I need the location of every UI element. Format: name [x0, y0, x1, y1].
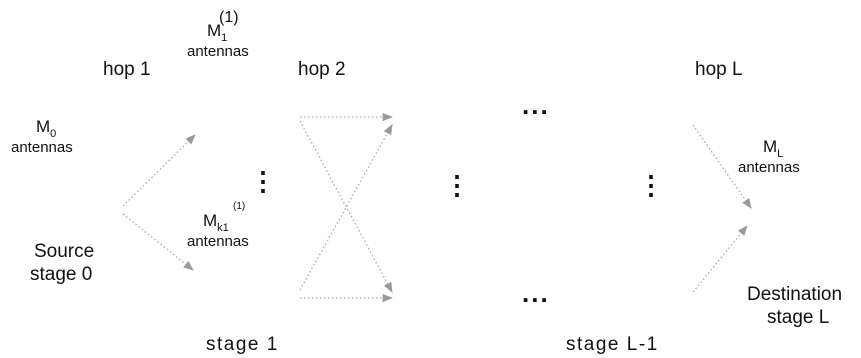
stage1-bottom-antenna-word: antennas: [187, 233, 249, 250]
relay-links: [122, 112, 752, 303]
source-label: Source: [34, 241, 95, 262]
stage1-top-antenna-superscript: (1): [219, 9, 239, 26]
destination-stage-label: stage L: [767, 307, 830, 328]
vertical-ellipsis-stage1: ⋮: [250, 166, 276, 196]
stage1-bottom-antenna-count: Mk1: [203, 211, 229, 234]
stage-1-label: stage 1: [206, 334, 279, 355]
horizontal-ellipsis-top: ...: [522, 90, 550, 120]
source-stage-label: stage 0: [30, 264, 93, 285]
stage-L-1-label: stage L-1: [566, 334, 659, 355]
link-r3bottom-to-destination: [692, 225, 748, 293]
hop-2-label: hop 2: [298, 59, 346, 80]
destination-antenna-count: ML: [763, 137, 784, 160]
destination-antenna-word: antennas: [738, 159, 800, 176]
stage1-top-antenna-word: antennas: [187, 43, 249, 60]
link-r1bottom-to-r2top: [299, 124, 393, 291]
vertical-ellipsis-stage2: ⋮: [444, 170, 470, 200]
link-r1top-to-r2bottom: [299, 120, 393, 293]
link-source-to-relay-bottom: [122, 213, 194, 271]
horizontal-ellipsis-bottom: ...: [522, 278, 550, 308]
destination-label: Destination: [747, 284, 843, 305]
stage1-bottom-antenna-superscript: (1): [233, 201, 246, 212]
link-r3top-to-destination: [692, 124, 752, 209]
hop-1-label: hop 1: [103, 59, 151, 80]
stage1-top-antenna-count: M1: [207, 21, 228, 44]
vertical-ellipsis-stageL1: ⋮: [638, 170, 664, 200]
hop-L-label: hop L: [695, 59, 743, 80]
link-source-to-relay-top: [122, 134, 196, 207]
source-antenna-word: antennas: [11, 139, 73, 156]
source-antenna-count: M0: [36, 117, 57, 140]
